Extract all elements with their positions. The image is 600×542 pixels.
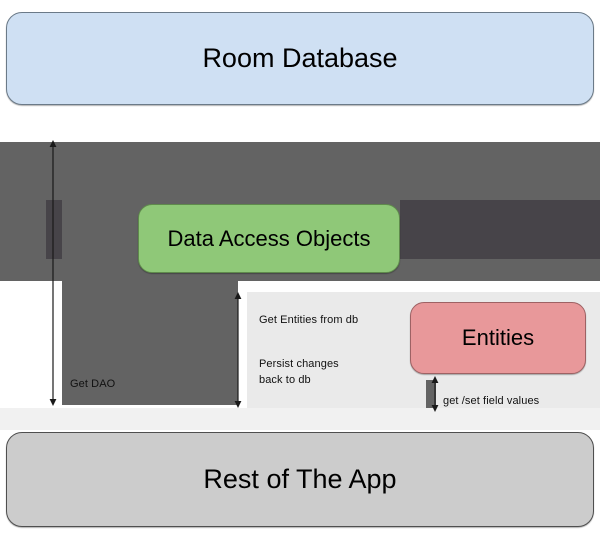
edge-label-get-entities-from-db: Get Entities from db: [259, 314, 359, 326]
overlay-band-top: [0, 142, 600, 200]
connector-get-dao: [44, 140, 62, 406]
overlay-band-left-column: [0, 142, 46, 281]
node-data-access-objects[interactable]: Data Access Objects: [138, 204, 400, 273]
node-room-database[interactable]: Room Database: [6, 12, 594, 105]
node-room-database-label: Room Database: [202, 42, 398, 73]
node-data-access-objects-label: Data Access Objects: [167, 225, 371, 251]
node-entities-label: Entities: [461, 325, 535, 351]
edge-label-persist-changes-back-to-db: Persist changes back to db: [259, 358, 339, 386]
node-rest-of-the-app[interactable]: Rest of The App: [6, 432, 594, 527]
node-rest-of-the-app-label: Rest of The App: [203, 463, 397, 494]
edge-label-get-set-field-values: get /set field values: [443, 395, 540, 407]
connector-get-set-field-values: [426, 376, 444, 412]
edge-label-get-dao: Get DAO: [70, 378, 116, 390]
overlay-band-bottom: [0, 408, 600, 430]
node-entities[interactable]: Entities: [410, 302, 586, 374]
overlay-band-field-stub: [426, 380, 436, 408]
overlay-band-center-block: [62, 142, 238, 405]
connector-get-entities-persist: [229, 292, 247, 408]
